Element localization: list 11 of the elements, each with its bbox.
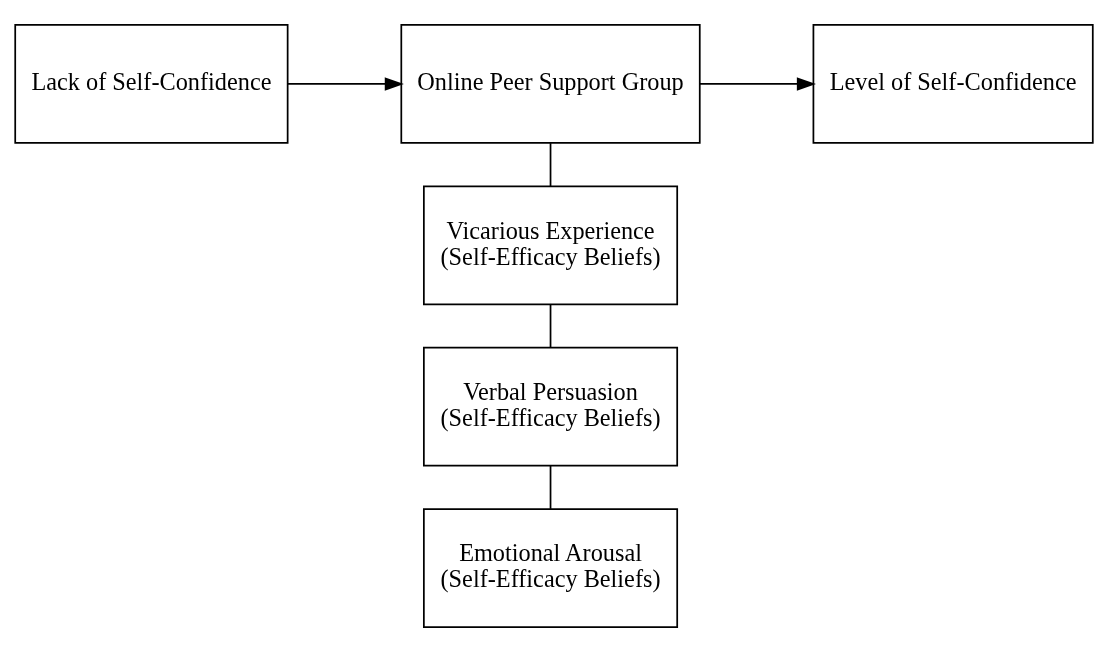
arrow (699, 77, 816, 91)
node-box: Verbal Persuasion (Self-Efficacy Beliefs) (423, 346, 679, 467)
connector (549, 465, 552, 510)
arrow (286, 77, 404, 91)
node-box: Level of Self-Confidence (812, 24, 1094, 144)
node-box: Vicarious Experience (Self-Efficacy Beliefs) (423, 185, 679, 306)
connector (549, 142, 552, 187)
node-box: Emotional Arousal (Self-Efficacy Beliefs) (423, 508, 679, 628)
connector (549, 303, 552, 349)
node-box: Online Peer Support Group (400, 24, 701, 144)
node-box: Lack of Self-Confidence (14, 24, 289, 144)
